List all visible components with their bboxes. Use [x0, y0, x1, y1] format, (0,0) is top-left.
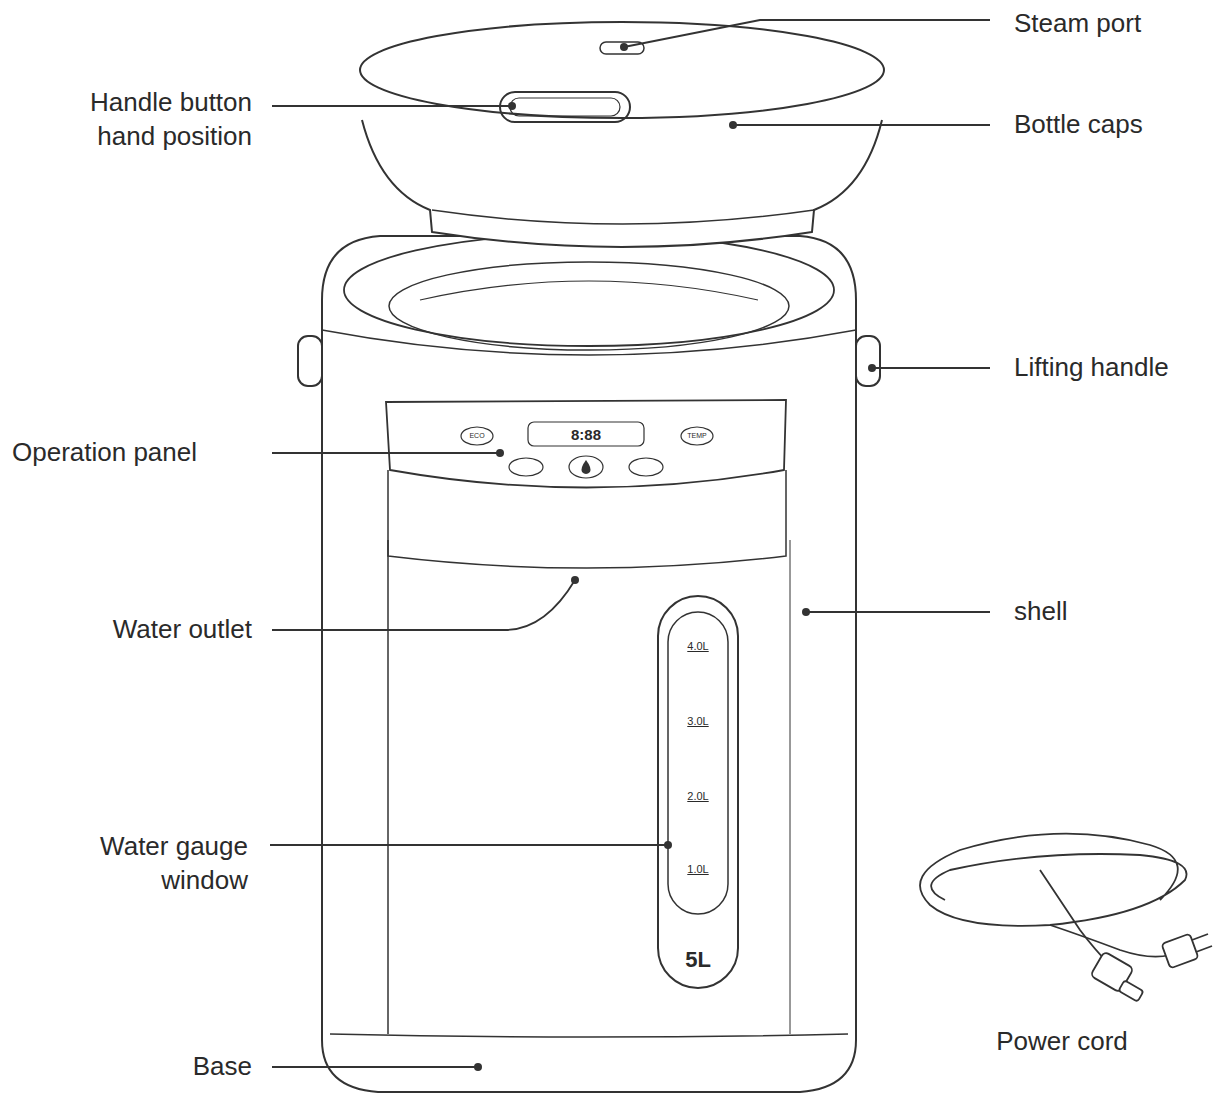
part-label: shell	[1014, 595, 1067, 629]
leader-dots	[474, 43, 876, 1071]
part-label: Operation panel	[12, 436, 197, 470]
operation-panel	[386, 400, 786, 568]
part-label: Bottle caps	[1014, 108, 1143, 142]
part-label: Water outlet	[32, 613, 252, 647]
capacity-label: 5L	[685, 946, 711, 975]
bottle-cap	[360, 22, 884, 247]
gauge-mark: 1.0L	[687, 862, 708, 876]
gauge-mark: 4.0L	[687, 639, 708, 653]
part-label: Lifting handle	[1014, 351, 1169, 385]
shell-outline	[322, 234, 856, 1092]
display-digits: 8:88	[571, 425, 601, 445]
part-label: Base	[102, 1050, 252, 1084]
button-label: ECO	[469, 431, 484, 440]
part-label: Power cord	[996, 1025, 1128, 1059]
part-label: Handle button hand position	[47, 86, 252, 154]
water-gauge	[658, 596, 738, 988]
part-label: Water gauge window	[43, 830, 248, 898]
button-label: TEMP	[687, 431, 706, 440]
leader-lines	[270, 20, 990, 1067]
part-label: Steam port	[1014, 7, 1141, 41]
lifting-handle	[298, 336, 880, 386]
gauge-mark: 3.0L	[687, 714, 708, 728]
power-cord	[920, 834, 1212, 1002]
gauge-mark: 2.0L	[687, 789, 708, 803]
